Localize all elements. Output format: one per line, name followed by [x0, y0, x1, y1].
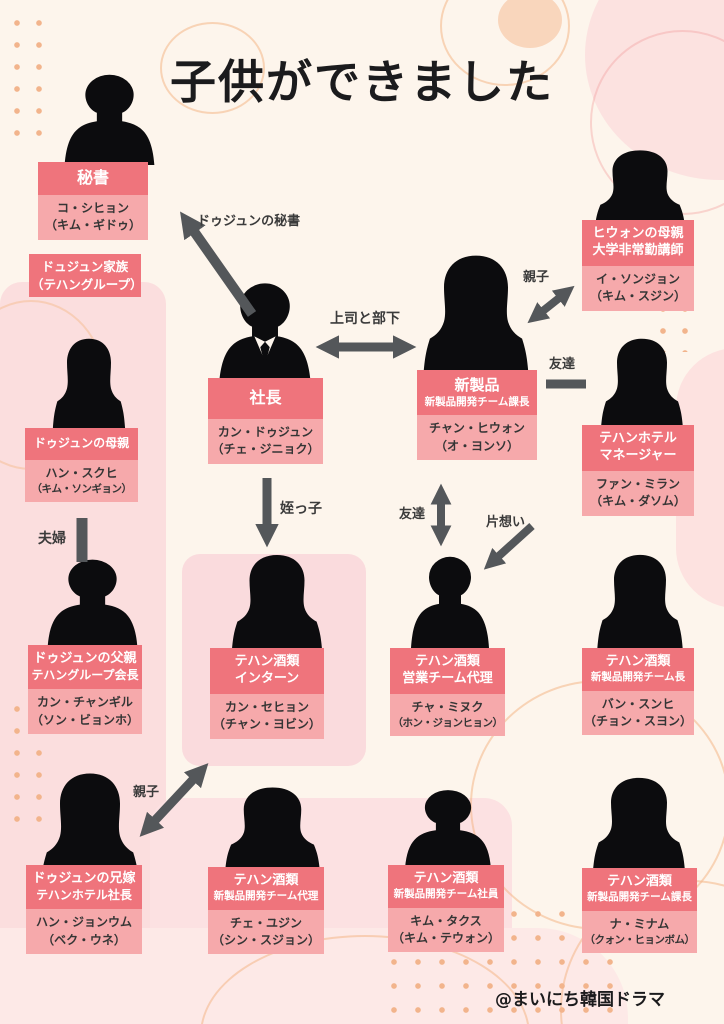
arrow-parent-child-bottom [139, 763, 209, 837]
role-label: 新製品開発チーム代理 [213, 889, 319, 902]
card-minam: テハン酒類 新製品開発チーム課長 ナ・ミナム （クォン・ヒョンボム） [582, 868, 697, 954]
card-dujun-mother: ドゥジュンの母親 ハン・スクヒ （キム・ソンギョン） [25, 428, 138, 503]
role-label: ヒウォンの母親 [592, 226, 684, 241]
relation-label-friends-top: 友達 [549, 357, 576, 372]
role-label: 大学非常勤講師 [592, 242, 684, 258]
card-sunhi: テハン酒類 新製品開発チーム長 バン・スンヒ （チョン・スヨン） [582, 648, 694, 736]
role-label: マネージャー [599, 447, 677, 463]
person-name: チャ・ミヌク [411, 699, 484, 714]
role-label: ドゥジュンの父親 [33, 651, 137, 666]
card-miran: テハンホテル マネージャー ファン・ミラン （キム・ダソム） [582, 425, 694, 516]
role-label: 新製品開発チーム長 [590, 670, 686, 683]
circle-outline [160, 22, 265, 114]
actor-name: （クォン・ヒョンボム） [584, 933, 696, 946]
role-label: ドゥジュンの母親 [33, 436, 130, 450]
person-name: カン・ドゥジュン [217, 424, 314, 439]
actor-name: （キム・ソンギョン） [31, 482, 133, 495]
person-name: チェ・ユジン [229, 915, 302, 930]
role-label: テハングループ会長 [31, 667, 139, 682]
person-name: チャン・ヒウォン [429, 421, 525, 436]
family-tag: ドュジュン家族 （テハングループ） [29, 254, 143, 297]
relation-label-parent-child-top: 親子 [523, 270, 550, 285]
watermark: @まいにち韓国ドラマ [495, 990, 665, 1010]
role-label: テハン酒類 [234, 654, 300, 669]
role-label: テハン酒類 [607, 874, 672, 889]
role-label: テハンホテル [599, 431, 677, 446]
card-secretary: 秘書 コ・シヒョン （キム・ギドゥ） [38, 162, 148, 240]
role-label: テハン酒類 [605, 654, 671, 669]
person-name: イ・ソンジョン [595, 271, 680, 286]
actor-name: （ソン・ビョンホ） [30, 712, 139, 727]
card-hiwon: 新製品 新製品開発チーム課長 チャン・ヒウォン （オ・ヨンソ） [417, 370, 537, 460]
relation-label-niece: 姪っ子 [280, 501, 322, 517]
person-name: コ・シヒョン [56, 200, 129, 215]
person-name: バン・スンヒ [601, 696, 675, 711]
actor-name: （キム・ダソム） [590, 494, 686, 509]
relation-label-parent-child-bottom: 親子 [133, 785, 160, 800]
actor-name: （チェ・ジニョク） [211, 442, 320, 457]
actor-name: （キム・テウォン） [391, 930, 500, 945]
page-title: 子供ができました [170, 55, 554, 109]
card-ceo: 社長 カン・ドゥジュン （チェ・ジニョク） [208, 378, 323, 464]
role-label: 新製品開発チーム社員 [393, 887, 499, 900]
actor-name: （キム・スジン） [589, 289, 686, 304]
role-label: インターン [234, 670, 300, 686]
person-name: キム・タクス [410, 913, 482, 928]
role-label: テハン酒類 [413, 871, 479, 886]
actor-name: （チャン・ヨビン） [213, 717, 321, 732]
arrow-parent-child-top [527, 285, 575, 324]
role-label: 営業チーム代理 [402, 670, 493, 686]
relation-label-couple: 夫婦 [38, 531, 66, 547]
dot-pattern [6, 12, 52, 142]
person-name: ナ・ミナム [609, 916, 670, 931]
peach-circle [498, 0, 562, 48]
person-name: ハン・ジョンウム [35, 915, 132, 930]
card-yujin: テハン酒類 新製品開発チーム代理 チェ・ユジン （シン・スジョン） [208, 867, 324, 955]
role-label: 新製品 [454, 376, 500, 394]
role-label: テハンホテル社長 [36, 887, 132, 902]
role-label: 新製品開発チーム課長 [587, 890, 692, 903]
person-name: カン・チャンギル [37, 695, 133, 710]
role-label: テハン酒類 [415, 654, 480, 669]
relation-label-crush: 片想い [486, 515, 526, 530]
relation-label-boss: 上司と部下 [330, 311, 400, 327]
person-name: カン・セヒョン [224, 699, 309, 714]
relation-label-secretary-of: ドゥジュンの秘書 [197, 214, 301, 229]
arrow-secretary-of [180, 211, 257, 317]
role-label: テハン酒類 [233, 873, 299, 888]
role-label: 社長 [249, 388, 282, 407]
person-name: ハン・スクヒ [45, 465, 118, 480]
card-minuk: テハン酒類 営業チーム代理 チャ・ミヌク （ホン・ジョンヒョン） [390, 648, 505, 737]
role-label: 新製品開発チーム課長 [424, 395, 530, 408]
actor-name: （シン・スジョン） [211, 932, 320, 947]
arrow-crush [483, 523, 535, 570]
actor-name: （チョン・スヨン） [583, 713, 692, 728]
card-sister-in-law: ドゥジュンの兄嫁 テハンホテル社長 ハン・ジョンウム （ベク・ウネ） [26, 865, 142, 955]
card-dujun-father: ドゥジュンの父親 テハングループ会長 カン・チャンギル （ソン・ビョンホ） [28, 645, 142, 735]
card-sehyon: テハン酒類 インターン カン・セヒョン （チャン・ヨビン） [210, 648, 324, 739]
actor-name: （ホン・ジョンヒョン） [392, 717, 504, 730]
actor-name: （オ・ヨンソ） [434, 438, 519, 453]
card-hiwon-mother: ヒウォンの母親 大学非常勤講師 イ・ソンジョン （キム・スジン） [582, 220, 694, 311]
actor-name: （ベク・ウネ） [42, 932, 126, 947]
card-taksu: テハン酒類 新製品開発チーム社員 キム・タクス （キム・テウォン） [388, 865, 504, 953]
person-name: ファン・ミラン [595, 476, 680, 491]
actor-name: （キム・ギドゥ） [44, 218, 141, 233]
relation-label-friends-mid: 友達 [399, 507, 426, 522]
role-label: 秘書 [76, 168, 109, 187]
role-label: ドゥジュンの兄嫁 [32, 871, 136, 886]
